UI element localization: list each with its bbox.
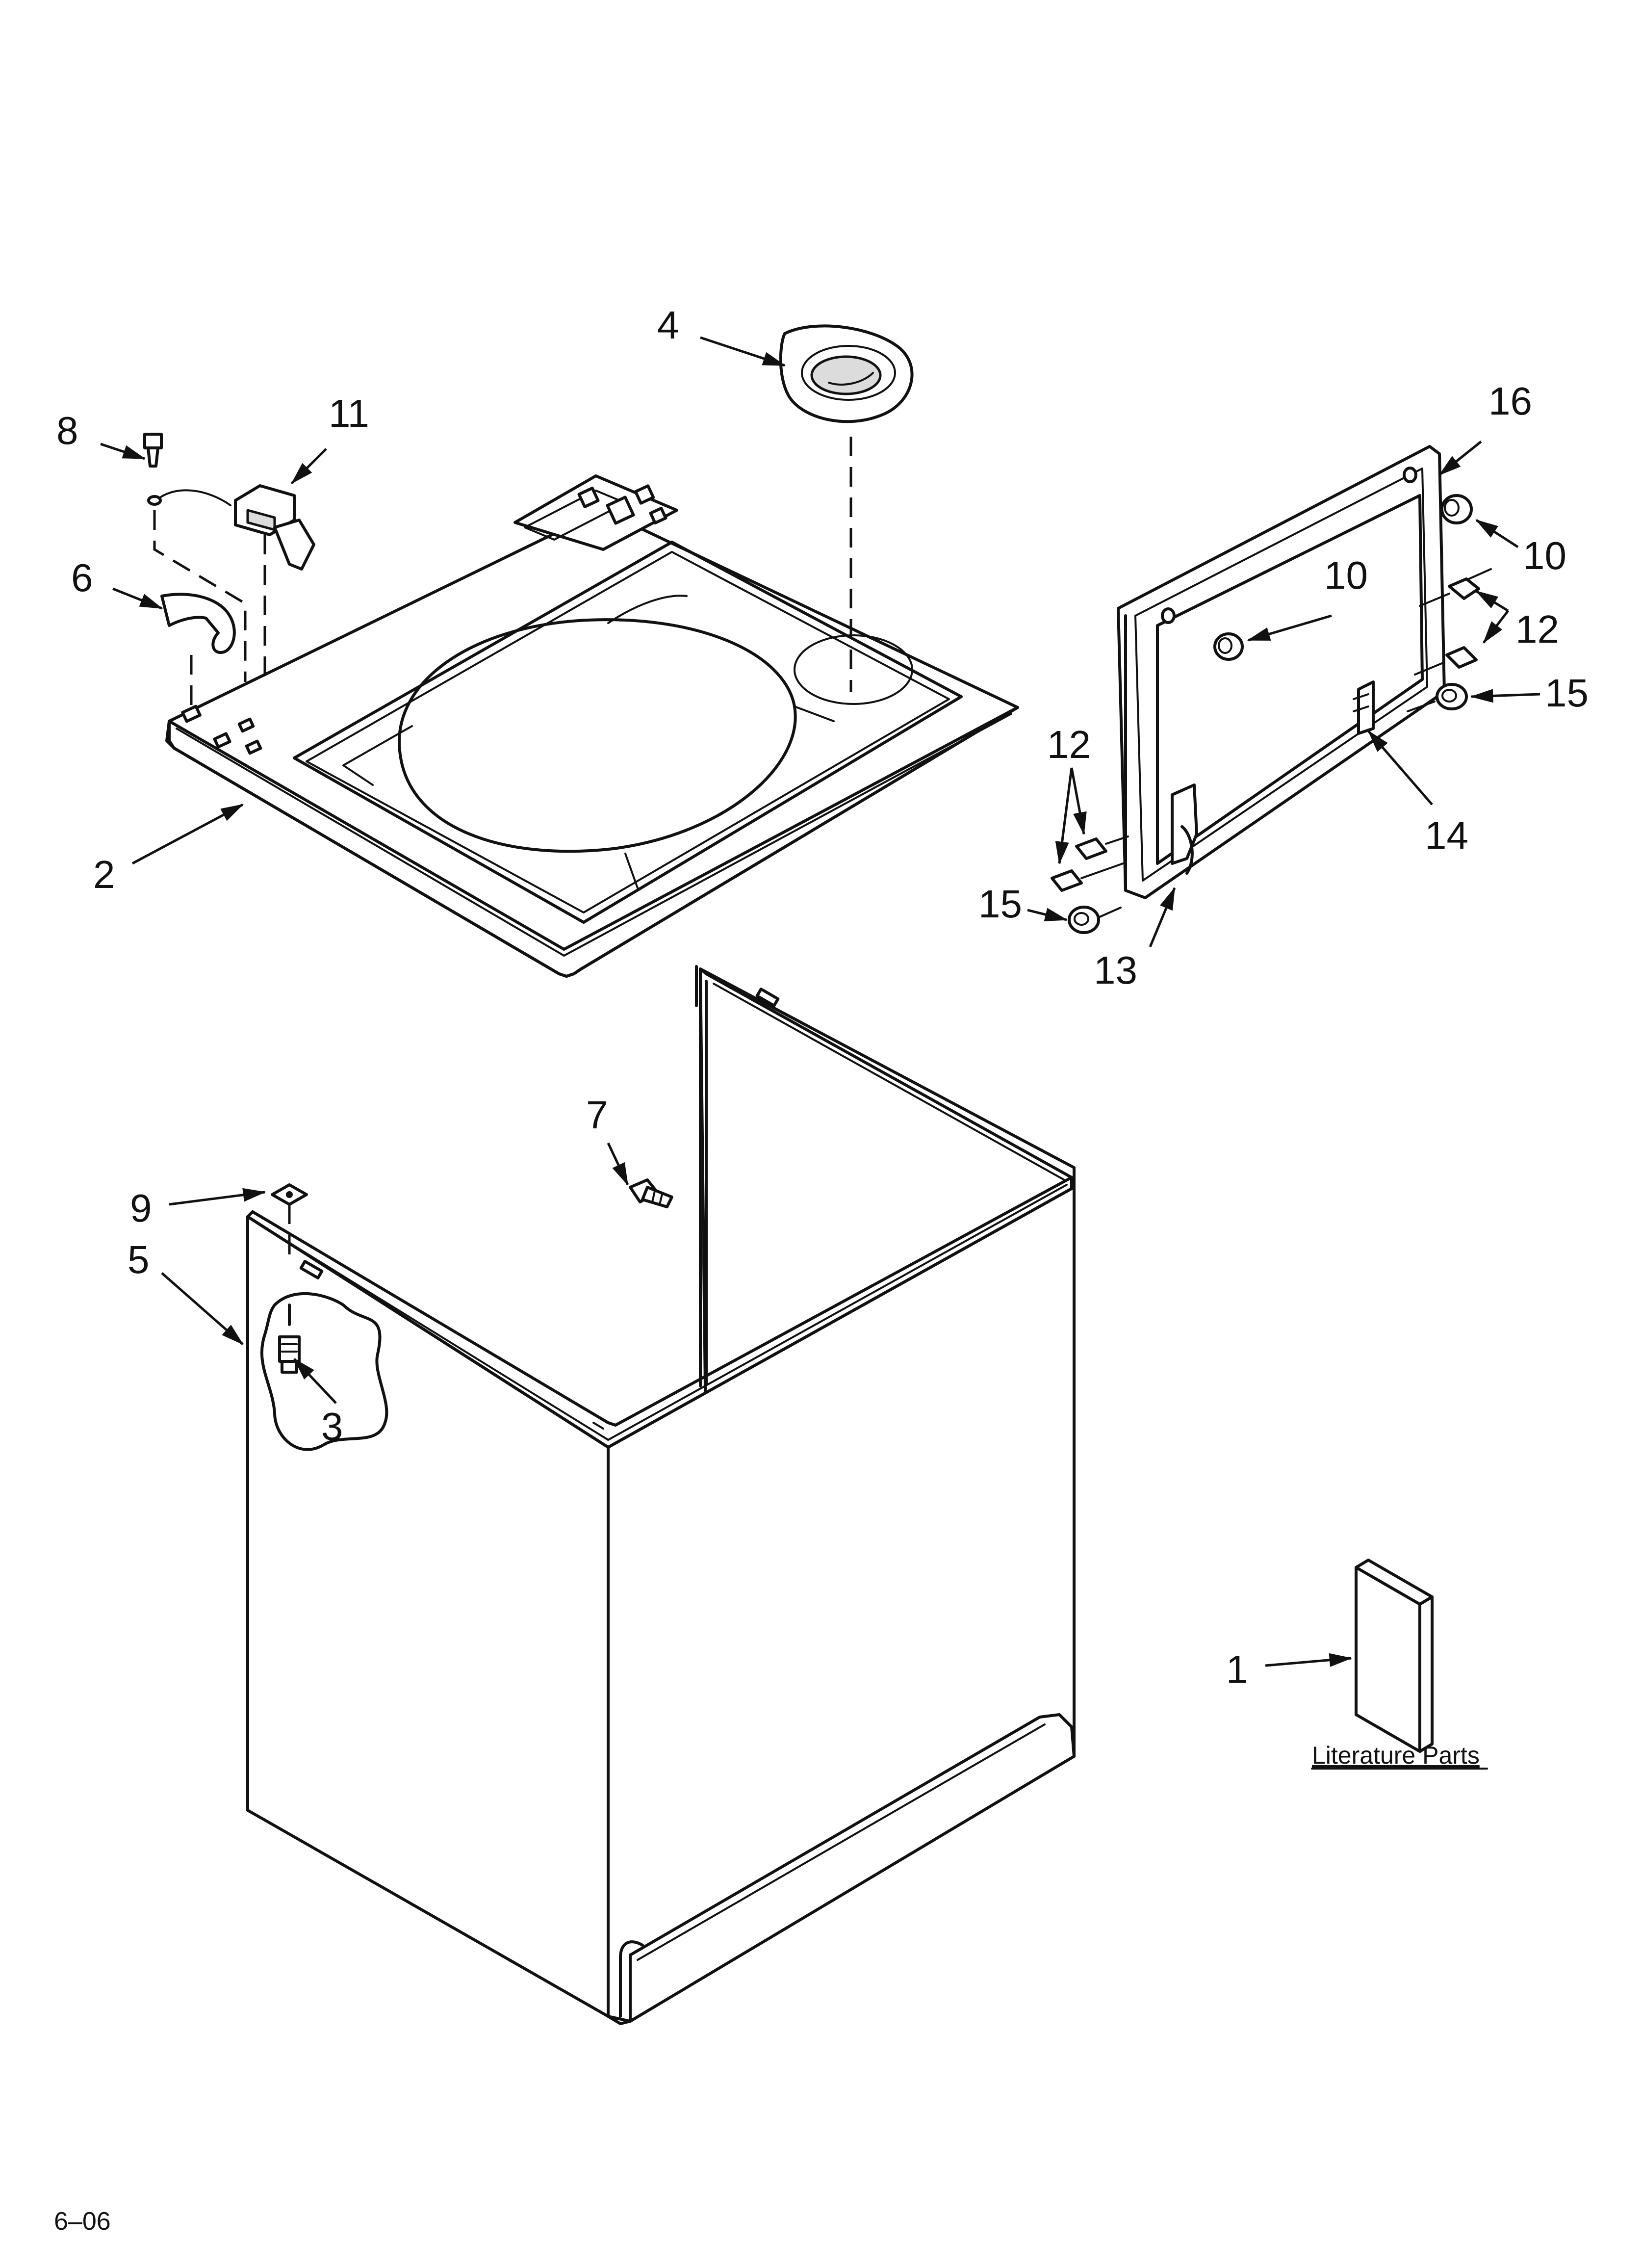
lid-part-16 <box>1117 445 1446 899</box>
top-panel <box>165 474 1019 978</box>
callout-6: 6 <box>71 556 93 600</box>
dispenser-part-4 <box>779 324 914 692</box>
callout-16: 16 <box>1488 379 1532 423</box>
literature-book <box>1355 1559 1434 1753</box>
callout-12-right: 12 <box>1515 607 1559 651</box>
callout-3: 3 <box>321 1405 343 1448</box>
callout-15-right: 15 <box>1545 671 1589 715</box>
callout-2: 2 <box>93 853 115 896</box>
callout-12-left: 12 <box>1047 723 1091 766</box>
clip-part-9 <box>271 1183 308 1256</box>
screw-part-7 <box>629 1178 673 1208</box>
literature-parts-label: Literature Parts <box>1312 1742 1480 1769</box>
screw-part-12-right <box>1414 568 1492 676</box>
callout-4: 4 <box>657 303 679 347</box>
callout-11: 11 <box>329 391 369 435</box>
callout-labels: 4 16 8 11 10 10 6 12 15 12 14 15 13 2 7 … <box>56 303 1589 1691</box>
callout-10-inner: 10 <box>1324 553 1368 597</box>
leader-arrows <box>100 336 1540 1667</box>
cabinet <box>246 965 1076 2025</box>
screw-part-3 <box>278 1303 301 1374</box>
callout-15-left: 15 <box>978 882 1022 926</box>
stop-part-15-left <box>1068 906 1122 934</box>
bumper-part-10-inner <box>1213 632 1244 661</box>
callout-14: 14 <box>1425 813 1468 857</box>
callout-1: 1 <box>1226 1647 1248 1691</box>
callout-7: 7 <box>586 1093 608 1137</box>
callout-9: 9 <box>130 1186 152 1230</box>
stop-part-15-right <box>1407 683 1468 712</box>
screw-part-12-left <box>1051 835 1129 892</box>
callout-10-upper: 10 <box>1523 534 1566 577</box>
callout-13: 13 <box>1094 948 1137 992</box>
callout-8: 8 <box>56 409 78 452</box>
callout-5: 5 <box>128 1238 150 1281</box>
footer-code: 6–06 <box>54 2207 111 2236</box>
bumper-part-10-upper <box>1440 494 1473 524</box>
lid-switch-assembly <box>143 433 315 711</box>
